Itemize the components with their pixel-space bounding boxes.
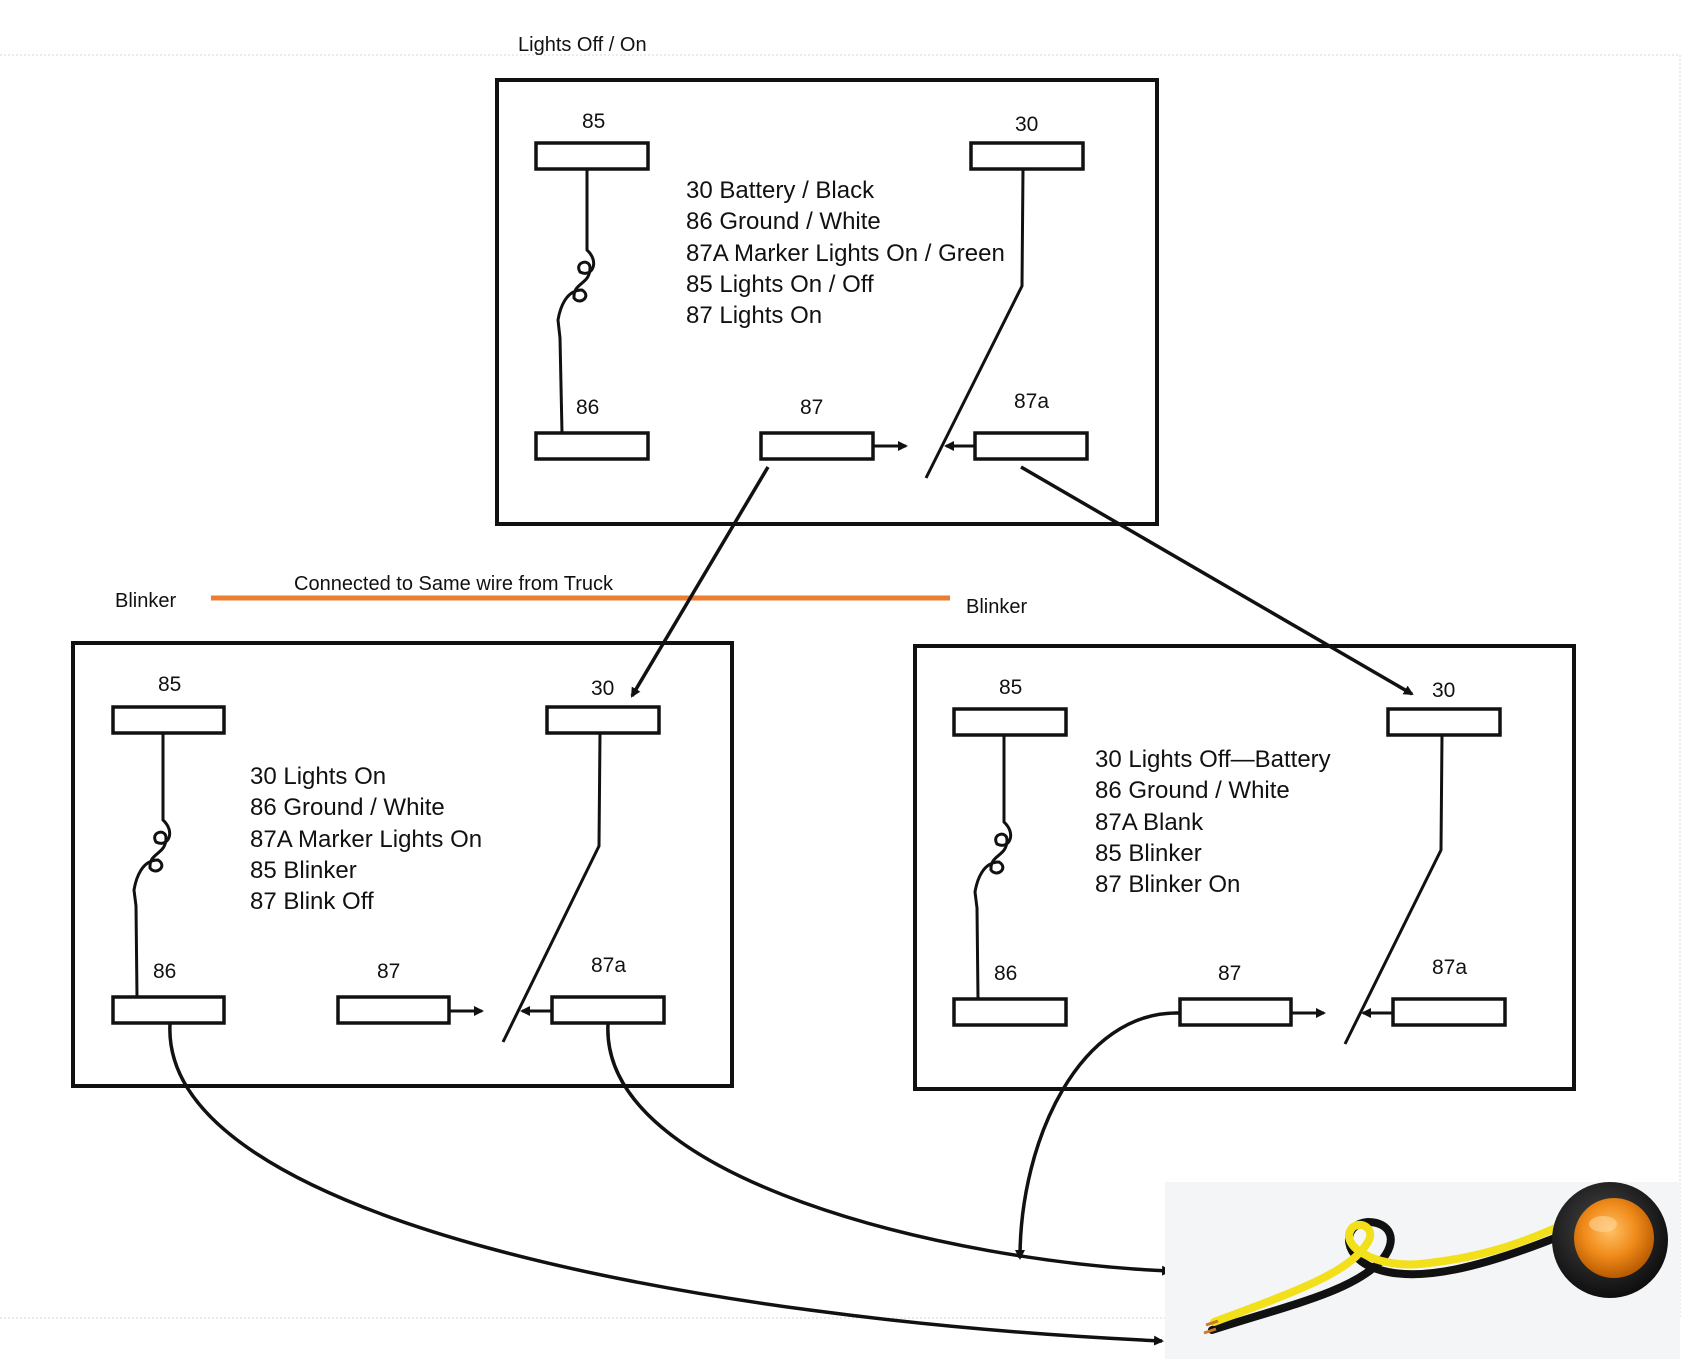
relay-left-switch-arm [501,732,602,1043]
marker-light-icon [1203,1182,1668,1335]
relay-top-terminal-85 [534,141,650,171]
relay-left-pin-label-85: 85 [158,673,181,696]
relay-left-note-1: 30 Lights On [250,763,386,790]
relay-right-notes: 30 Lights Off—Battery 86 Ground / White … [1095,746,1331,898]
relay-left-terminal-30 [545,705,661,735]
relay-left-pin-label-87a: 87a [591,954,626,977]
relay-left-note-2: 86 Ground / White [250,794,445,821]
relay-top-note-2: 86 Ground / White [686,208,881,235]
relay-right-terminal-30 [1386,707,1502,737]
lamp-lens-icon [1574,1198,1654,1278]
wire-top87-to-left30 [630,466,770,698]
relay-right-note-1: 30 Lights Off—Battery [1095,746,1331,773]
relay-top-pin-label-85: 85 [582,110,605,133]
relay-left-terminal-85 [111,705,226,735]
relay-top-switch-arm [924,168,1025,479]
relay-right-pin-label-87a: 87a [1432,956,1467,979]
relay-top-terminal-86 [534,431,650,461]
relay-top-notes: 30 Battery / Black 86 Ground / White 87A… [686,177,1005,329]
relay-left-pin-label-87: 87 [377,960,400,983]
relay-right-pin-label-87: 87 [1218,962,1241,985]
relay-right-terminal-86 [952,997,1068,1027]
relay-top-note-5: 87 Lights On [686,302,822,329]
relay-left-pin-label-86: 86 [153,960,176,983]
relay-right-note-5: 87 Blinker On [1095,871,1240,898]
relay-right-note-3: 87A Blank [1095,809,1204,836]
lens-highlight-icon [1589,1216,1617,1232]
relay-right-box [913,644,1576,1091]
relay-top-pin-label-86: 86 [576,396,599,419]
relay-top-pin-label-87: 87 [800,396,823,419]
relay-left-note-5: 87 Blink Off [250,888,374,915]
black-wire-icon [1208,1217,1564,1334]
wire-tip-icon [1205,1319,1219,1327]
wire-left86-to-lamp [168,1023,1164,1346]
relay-top: 85 30 86 87 87a 30 Battery / Black 86 Gr… [495,78,1159,526]
blinker-label-right: Blinker [966,596,1027,618]
wire-left87a-to-lamp [606,1023,1172,1276]
relay-right-terminal-87 [1178,997,1293,1027]
relay-right-note-4: 85 Blinker [1095,840,1202,867]
bus-label: Connected to Same wire from Truck [294,573,614,595]
relay-left: 85 30 86 87 87a 30 Lights On 86 Ground /… [71,641,734,1088]
relay-left-note-4: 85 Blinker [250,857,357,884]
relay-top-terminal-30 [969,141,1085,171]
relay-top-note-1: 30 Battery / Black [686,177,875,204]
relay-top-note-4: 85 Lights On / Off [686,271,874,298]
relay-right-terminal-87a [1391,997,1507,1027]
relay-top-terminal-87a [973,431,1089,461]
relay-left-terminal-86 [111,995,226,1025]
relay-right-switch-arm [1343,734,1444,1045]
blinker-label-left: Blinker [115,590,176,612]
relay-top-coil [556,169,596,434]
relay-top-note-3: 87A Marker Lights On / Green [686,240,1005,267]
relay-right-note-2: 86 Ground / White [1095,777,1290,804]
relay-left-terminal-87a [550,995,666,1025]
relay-right-pin-label-85: 85 [999,676,1022,699]
relay-right-pin-label-30: 30 [1432,679,1455,702]
yellow-wire-icon [1210,1220,1564,1326]
relay-left-terminal-87 [336,995,451,1025]
marker-light-photo [1165,1182,1680,1359]
relay-top-terminal-87 [759,431,875,461]
relay-right-pin-label-86: 86 [994,962,1017,985]
relay-left-pin-label-30: 30 [591,677,614,700]
page-title: Lights Off / On [518,34,647,56]
relay-right-coil [973,735,1013,1000]
relay-top-box [495,78,1159,526]
relay-top-pin-label-30: 30 [1015,113,1038,136]
wire-tip-icon [1203,1327,1217,1335]
relay-right: 85 30 86 87 87a 30 Lights Off—Battery 86… [913,644,1576,1091]
relay-left-note-3: 87A Marker Lights On [250,826,482,853]
relay-left-coil [132,733,172,998]
wire-right87-to-lamp [1015,1011,1181,1260]
relay-left-box [71,641,734,1088]
wire-top87a-to-right30 [1020,465,1414,696]
relay-left-notes: 30 Lights On 86 Ground / White 87A Marke… [250,763,482,915]
relay-top-pin-label-87a: 87a [1014,390,1049,413]
relay-right-terminal-85 [952,707,1068,737]
